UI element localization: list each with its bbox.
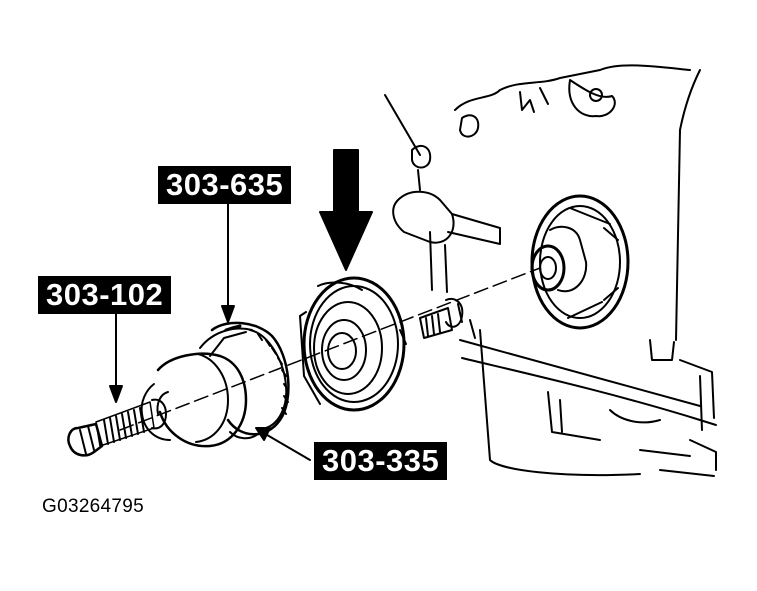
- alignment-axis: [119, 267, 541, 431]
- callout-303-635: 303-635: [158, 166, 292, 204]
- callout-303-335: 303-335: [314, 442, 448, 480]
- crankshaft-nose: [530, 194, 630, 330]
- leader-303-102: [109, 313, 123, 403]
- installer-303-335-body: [199, 321, 290, 440]
- damper-bolt: [419, 298, 464, 339]
- figure-code: G03264795: [42, 496, 145, 517]
- leader-303-635: [221, 203, 235, 323]
- crankshaft-pulley: [299, 276, 407, 412]
- leader-303-335: [255, 427, 311, 461]
- engine-block-outline: [384, 64, 717, 477]
- forcing-screw-303-102: [67, 398, 167, 457]
- installer-303-635-cup: [140, 331, 248, 448]
- callout-303-102: 303-102: [38, 276, 172, 314]
- install-direction-arrow: [319, 149, 373, 271]
